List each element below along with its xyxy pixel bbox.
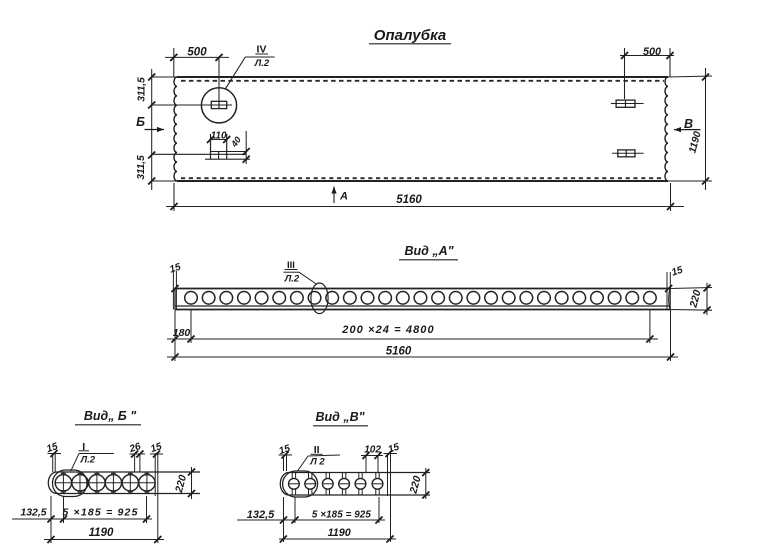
- svg-text:I: I: [82, 441, 85, 453]
- svg-text:А: А: [339, 191, 348, 203]
- svg-text:132,5: 132,5: [20, 507, 46, 519]
- svg-text:500: 500: [643, 46, 661, 58]
- svg-text:220: 220: [407, 475, 423, 496]
- svg-text:15: 15: [45, 441, 59, 455]
- svg-text:311,5: 311,5: [137, 77, 148, 102]
- svg-text:15: 15: [168, 262, 182, 276]
- svg-text:15: 15: [278, 443, 292, 457]
- svg-text:5 ×185 = 925: 5 ×185 = 925: [62, 507, 138, 519]
- svg-text:500: 500: [187, 47, 207, 59]
- svg-text:5 ×185 = 925: 5 ×185 = 925: [312, 510, 371, 521]
- svg-text:110: 110: [211, 130, 227, 141]
- svg-text:15: 15: [149, 441, 163, 455]
- svg-text:Вид „А": Вид „А": [404, 244, 454, 258]
- svg-text:5160: 5160: [386, 346, 412, 358]
- svg-text:Опалубка: Опалубка: [374, 27, 446, 44]
- svg-text:II: II: [314, 444, 320, 456]
- svg-text:311,5: 311,5: [136, 155, 147, 180]
- svg-text:200 ×24 = 4800: 200 ×24 = 4800: [341, 324, 434, 336]
- svg-text:1190: 1190: [328, 527, 351, 539]
- svg-text:Вид„ Б ": Вид„ Б ": [84, 409, 137, 423]
- svg-text:Вид „В": Вид „В": [315, 410, 365, 424]
- svg-text:III: III: [287, 260, 295, 271]
- svg-text:15: 15: [670, 265, 684, 279]
- svg-text:220: 220: [687, 289, 703, 310]
- svg-text:132,5: 132,5: [247, 509, 275, 521]
- svg-text:Б: Б: [136, 115, 145, 129]
- svg-text:26: 26: [127, 441, 142, 455]
- svg-text:Л.2: Л.2: [80, 455, 96, 466]
- svg-text:220: 220: [173, 474, 189, 495]
- svg-text:Л.2: Л.2: [284, 274, 300, 285]
- svg-text:Л 2: Л 2: [309, 456, 325, 467]
- svg-text:Л.2: Л.2: [254, 58, 270, 69]
- svg-text:180: 180: [173, 327, 191, 339]
- svg-text:5160: 5160: [396, 194, 422, 206]
- svg-text:1190: 1190: [89, 527, 114, 539]
- svg-text:В: В: [684, 117, 693, 131]
- svg-text:15: 15: [387, 442, 401, 456]
- svg-text:102: 102: [364, 445, 381, 456]
- svg-text:IV: IV: [257, 44, 267, 56]
